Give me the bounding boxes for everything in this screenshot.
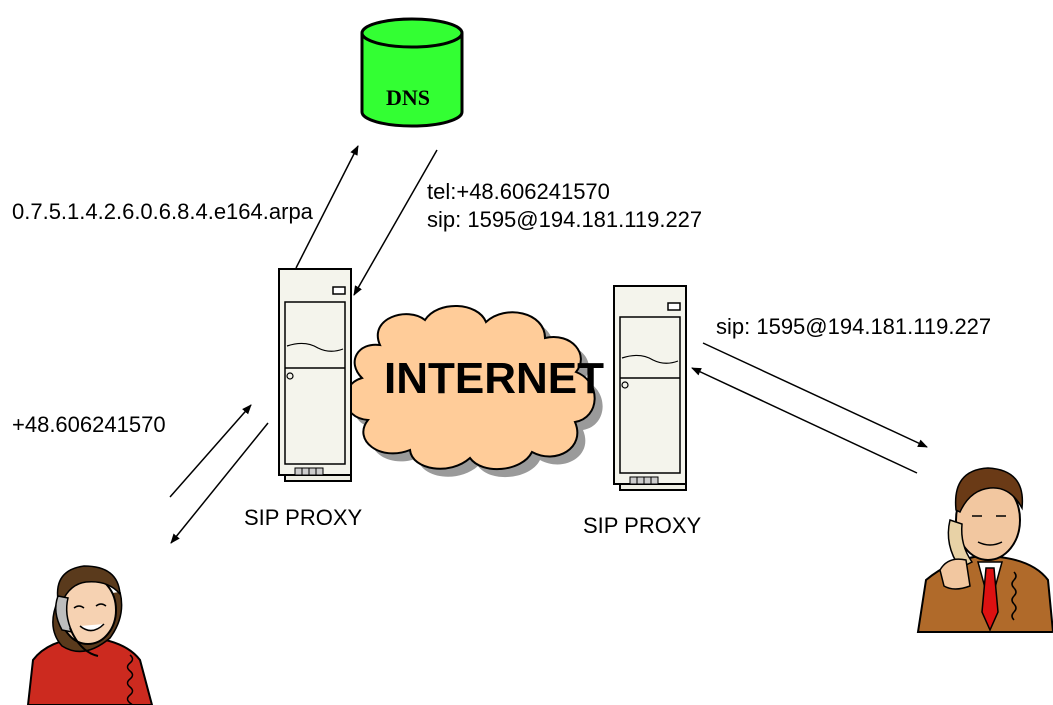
man-phone-icon — [916, 467, 1053, 633]
woman-phone-icon — [26, 565, 154, 705]
arrow-icon — [295, 145, 359, 269]
dns-label: DNS — [386, 85, 431, 110]
callee-sip-uri-label: sip: 1595@194.181.119.227 — [716, 314, 992, 339]
arrow-icon — [702, 342, 928, 448]
sip-proxy-left-label: SIP PROXY — [244, 505, 363, 530]
server-icon — [278, 268, 352, 482]
server-icon — [613, 285, 687, 491]
arrow-icon — [353, 149, 438, 296]
sip-proxy-right-label: SIP PROXY — [583, 513, 702, 538]
internet-cloud-icon — [344, 305, 603, 478]
caller-number-label: +48.606241570 — [12, 412, 166, 437]
dns-response-tel: tel:+48.606241570 — [427, 179, 610, 204]
enum-query-label: 0.7.5.1.4.2.6.0.6.8.4.e164.arpa — [12, 199, 313, 224]
arrow-icon — [691, 367, 918, 474]
arrow-icon — [170, 422, 269, 544]
dns-database-icon — [360, 17, 464, 128]
internet-label: INTERNET — [384, 354, 604, 403]
dns-response-sip: sip: 1595@194.181.119.227 — [427, 207, 703, 232]
arrow-icon — [169, 404, 252, 498]
